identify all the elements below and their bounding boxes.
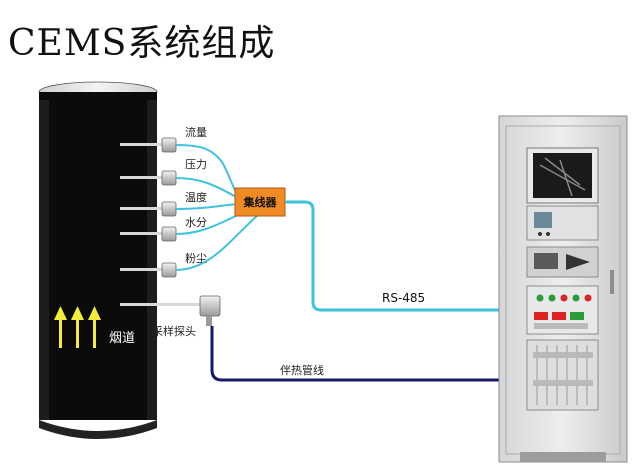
cable-flow — [175, 144, 237, 193]
rs485-label: RS-485 — [382, 291, 425, 305]
cabinet-analyzer-module — [526, 205, 599, 241]
sensor-label-pressure: 压力 — [185, 158, 207, 171]
analyzer-cabinet — [498, 115, 628, 463]
sensor-cables — [175, 144, 259, 271]
heated-line-label: 伴热管线 — [280, 363, 324, 377]
hub-box — [234, 187, 286, 217]
cable-temperature — [175, 203, 237, 210]
arrow-head — [88, 306, 101, 320]
cabinet-display-panel — [526, 147, 599, 204]
cabinet-button-panel — [526, 285, 599, 335]
flue-duct — [38, 81, 158, 439]
sampling-probe-label: 采样探头 — [152, 324, 196, 338]
arrow-head — [71, 306, 84, 320]
sensor-label-dust: 粉尘 — [185, 252, 207, 265]
flue-label: 烟道 — [109, 331, 135, 346]
hub-label: 集线器 — [243, 195, 278, 209]
heated-sample-line — [210, 326, 500, 382]
sensor-label-flow: 流量 — [185, 125, 207, 139]
arrow-shaft — [76, 318, 79, 348]
sensor-probe-flow — [120, 137, 177, 153]
rs485-cable — [285, 200, 500, 312]
cabinet-piping-panel — [526, 339, 599, 411]
sensor-label-moisture: 水分 — [185, 216, 207, 229]
sensor-label-temperature: 温度 — [185, 190, 207, 204]
cabinet-control-module — [526, 246, 599, 278]
cabinet-base — [520, 452, 606, 462]
flow-arrows — [54, 306, 101, 348]
cable-dust — [175, 214, 259, 271]
sampling-probe — [120, 295, 221, 326]
arrow-shaft — [59, 318, 62, 348]
cable-pressure — [175, 177, 237, 198]
page-title: CEMS系统组成 — [8, 23, 276, 64]
arrow-shaft — [93, 318, 96, 348]
arrow-head — [54, 306, 67, 320]
